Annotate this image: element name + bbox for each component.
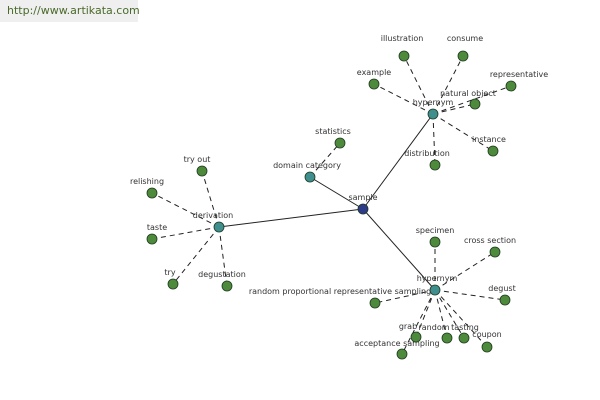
node-sample[interactable] <box>357 203 369 215</box>
node-random-prop[interactable] <box>369 297 381 309</box>
node-distribution[interactable] <box>429 159 441 171</box>
graph-edges <box>151 55 512 355</box>
node-coupon[interactable] <box>481 341 493 353</box>
edge-domain-statistics <box>309 142 341 178</box>
label-representative[interactable]: representative <box>490 70 548 79</box>
node-grab[interactable] <box>410 331 422 343</box>
label-try-out[interactable]: try out <box>184 155 211 164</box>
label-random-prop[interactable]: random proportional representative sampl… <box>249 287 431 296</box>
label-deriv[interactable]: derivation <box>193 211 233 220</box>
edge-deriv-try <box>172 226 220 285</box>
edge-hyp1-natural-object <box>432 103 476 115</box>
label-try[interactable]: try <box>164 268 175 277</box>
node-representative[interactable] <box>505 80 517 92</box>
label-degust[interactable]: degust <box>488 284 515 293</box>
label-hyp1[interactable]: hypernym <box>413 98 454 107</box>
edge-hyp2-degust <box>434 289 506 301</box>
node-cross-section[interactable] <box>489 246 501 258</box>
label-natural-object[interactable]: natural object <box>440 89 496 98</box>
label-cross-section[interactable]: cross section <box>464 236 516 245</box>
edge-sample-deriv <box>218 208 364 228</box>
node-try-out[interactable] <box>196 165 208 177</box>
edge-deriv-relishing <box>151 192 220 228</box>
node-consume[interactable] <box>457 50 469 62</box>
label-specimen[interactable]: specimen <box>416 226 455 235</box>
label-acceptance[interactable]: acceptance sampling <box>354 339 439 348</box>
label-hyp2[interactable]: hypernym <box>417 274 458 283</box>
graph-labels: sample hypernym domain category derivation h… <box>130 34 548 348</box>
label-taste[interactable]: taste <box>147 223 167 232</box>
node-natural-object[interactable] <box>469 98 481 110</box>
label-illustration[interactable]: illustration <box>381 34 424 43</box>
edge-hyp1-representative <box>432 85 512 115</box>
label-instance[interactable]: instance <box>472 135 506 144</box>
node-try[interactable] <box>167 278 179 290</box>
node-instance[interactable] <box>487 145 499 157</box>
edge-hyp1-example <box>373 83 434 115</box>
node-illustration[interactable] <box>398 50 410 62</box>
node-domain[interactable] <box>304 171 316 183</box>
node-hyp1[interactable] <box>427 108 439 120</box>
node-statistics[interactable] <box>334 137 346 149</box>
node-relishing[interactable] <box>146 187 158 199</box>
node-tasting[interactable] <box>458 332 470 344</box>
edge-sample-hyp1 <box>362 113 434 210</box>
label-tasting[interactable]: tasting <box>451 323 479 332</box>
label-random[interactable]: random <box>418 323 449 332</box>
label-consume[interactable]: consume <box>447 34 483 43</box>
edge-hyp2-tasting <box>434 289 465 339</box>
node-random[interactable] <box>441 332 453 344</box>
edge-deriv-taste <box>151 226 220 240</box>
edge-hyp2-acceptance <box>401 289 436 355</box>
label-distribution[interactable]: distribution <box>404 149 450 158</box>
label-domain[interactable]: domain category <box>273 161 341 170</box>
edge-hyp1-consume <box>432 55 464 115</box>
edge-sample-hyp2 <box>362 208 436 291</box>
node-taste[interactable] <box>146 233 158 245</box>
label-coupon[interactable]: coupon <box>472 330 501 339</box>
edge-deriv-degustation <box>218 226 228 287</box>
label-degustation[interactable]: degustation <box>198 270 246 279</box>
node-acceptance[interactable] <box>396 348 408 360</box>
node-degust[interactable] <box>499 294 511 306</box>
label-statistics[interactable]: statistics <box>315 127 351 136</box>
node-degustation[interactable] <box>221 280 233 292</box>
url-banner: http://www.artikata.com <box>0 0 140 22</box>
source-url[interactable]: http://www.artikata.com <box>7 4 140 17</box>
node-example[interactable] <box>368 78 380 90</box>
edge-hyp2-cross-section <box>434 251 496 291</box>
edge-deriv-try-out <box>201 170 220 228</box>
edge-hyp2-coupon <box>434 289 488 348</box>
edge-hyp1-instance <box>432 113 494 152</box>
node-specimen[interactable] <box>429 236 441 248</box>
graph-nodes <box>146 50 517 360</box>
edge-hyp2-random-prop <box>374 289 436 304</box>
label-grab[interactable]: grab <box>399 322 417 331</box>
label-sample[interactable]: sample <box>348 193 377 202</box>
node-deriv[interactable] <box>213 221 225 233</box>
edge-sample-domain <box>309 176 364 210</box>
edge-hyp1-illustration <box>403 55 434 115</box>
node-hyp2[interactable] <box>429 284 441 296</box>
label-relishing[interactable]: relishing <box>130 177 164 186</box>
label-example[interactable]: example <box>357 68 392 77</box>
